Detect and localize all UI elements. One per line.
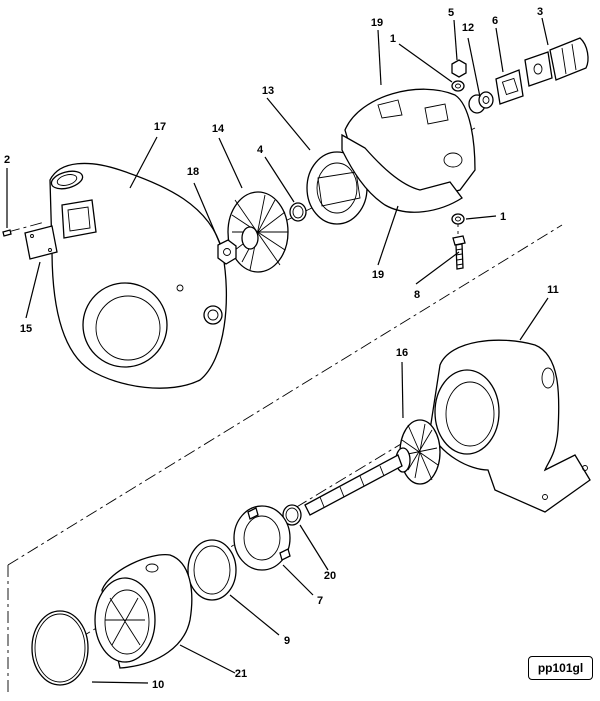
callout-9: 9 — [284, 635, 290, 647]
seal-ring — [187, 539, 237, 601]
callout-13: 13 — [262, 85, 274, 97]
callout-3: 3 — [537, 6, 543, 18]
callout-7: 7 — [317, 595, 323, 607]
callout-14: 14 — [212, 123, 225, 135]
screw — [2, 229, 12, 237]
callout-5: 5 — [448, 7, 454, 19]
wheel-nut — [217, 239, 237, 265]
piston-ring — [282, 504, 302, 526]
o-ring-small — [289, 202, 307, 222]
lock-washer-upper — [451, 80, 465, 92]
center-housing-clamp — [341, 88, 476, 213]
bearing-housing — [94, 554, 193, 669]
callout-12: 12 — [462, 22, 474, 34]
compressor-housing — [49, 162, 227, 389]
callout-8: 8 — [414, 289, 420, 301]
turbine-housing — [429, 339, 591, 513]
callout-4: 4 — [257, 144, 264, 156]
callout-10: 10 — [152, 679, 164, 691]
callout-1-lower: 1 — [500, 211, 506, 223]
callout-18: 18 — [187, 166, 199, 178]
callout-labels: 1 1 2 3 4 5 6 7 8 9 10 11 12 13 14 15 16… — [4, 6, 559, 691]
hex-nut — [451, 59, 467, 78]
callout-21: 21 — [235, 668, 247, 680]
compressor-wheel — [227, 191, 289, 273]
adapter-fitting — [468, 91, 494, 114]
callout-1-upper: 1 — [390, 33, 396, 45]
callout-15: 15 — [20, 323, 32, 335]
speed-sensor — [524, 37, 589, 87]
turbine-wheel-shaft — [304, 419, 441, 516]
gasket — [495, 69, 524, 105]
thrust-plate — [233, 505, 291, 571]
cover-plate — [24, 225, 58, 260]
callout-11: 11 — [547, 284, 559, 296]
callout-6: 6 — [492, 15, 498, 27]
callout-20: 20 — [324, 570, 336, 582]
callout-19-lower: 19 — [372, 269, 384, 281]
callout-17: 17 — [154, 121, 166, 133]
callout-19-upper: 19 — [371, 17, 383, 29]
bolt — [452, 235, 466, 270]
leader-lines — [6, 17, 549, 684]
callout-2: 2 — [4, 154, 10, 166]
callout-16: 16 — [396, 347, 408, 359]
figure-reference-code: pp101gl — [528, 656, 593, 680]
lock-washer-lower — [451, 213, 465, 225]
o-ring-large — [31, 610, 89, 686]
